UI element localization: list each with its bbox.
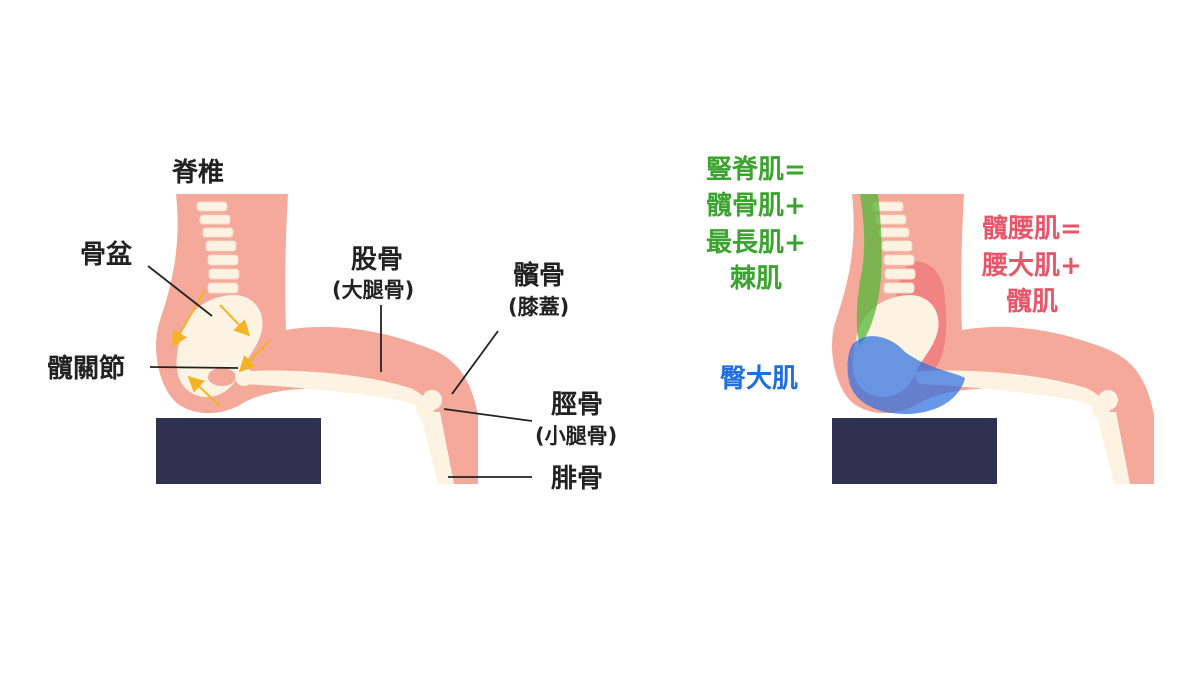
label-spine: 脊椎 <box>171 158 224 188</box>
spine-right <box>872 201 916 294</box>
iliopsoas-label-block: 髖腰肌= 腰大肌+ 髖肌 <box>981 214 1082 317</box>
erector-spinae-muscle <box>856 194 882 345</box>
label-erector-line2: 髖骨肌+ <box>706 191 806 221</box>
label-femur: 股骨 <box>351 245 403 275</box>
seat-block-right <box>832 418 997 484</box>
label-femur-sub: (大腿骨) <box>332 278 414 302</box>
body-silhouette-left <box>156 194 479 484</box>
tibia-left <box>420 412 454 484</box>
pelvis-arrows <box>172 289 271 407</box>
label-pelvis: 骨盆 <box>80 239 133 270</box>
label-fibula: 腓骨 <box>551 464 603 494</box>
label-tibia-sub: (小腿骨) <box>535 424 617 448</box>
erector-label-block: 豎脊肌= 髖骨肌+ 最長肌+ 棘肌 <box>706 155 806 294</box>
label-patella: 髕骨 <box>513 260 565 291</box>
label-patella-sub: (膝蓋) <box>508 295 569 319</box>
right-figure: 豎脊肌= 髖骨肌+ 最長肌+ 棘肌 髖腰肌= 腰大肌+ 髖肌 臀大肌 <box>706 155 1154 484</box>
label-iliopsoas-line1: 髖腰肌= <box>982 214 1082 244</box>
leader-lines-left <box>147 265 533 478</box>
gluteus-muscle <box>847 336 965 415</box>
label-iliopsoas-line3: 髖肌 <box>1006 287 1058 317</box>
tibia-right <box>1096 412 1130 484</box>
label-tibia: 脛骨 <box>550 390 603 420</box>
label-iliopsoas-line2: 腰大肌+ <box>981 251 1082 281</box>
label-erector-line4: 棘肌 <box>730 264 782 294</box>
femur-left <box>238 370 428 410</box>
label-erector-line3: 最長肌+ <box>706 228 806 258</box>
label-erector-line1: 豎脊肌= <box>706 155 806 185</box>
label-hip-joint: 髖關節 <box>47 353 125 384</box>
left-figure: 脊椎 骨盆 髖關節 股骨 (大腿骨) 髕骨 (膝蓋) 脛骨 (小腿骨) 腓骨 <box>47 158 617 494</box>
label-gluteus: 臀大肌 <box>720 364 798 394</box>
seat-block-left <box>156 418 321 484</box>
spine-left <box>196 201 240 294</box>
